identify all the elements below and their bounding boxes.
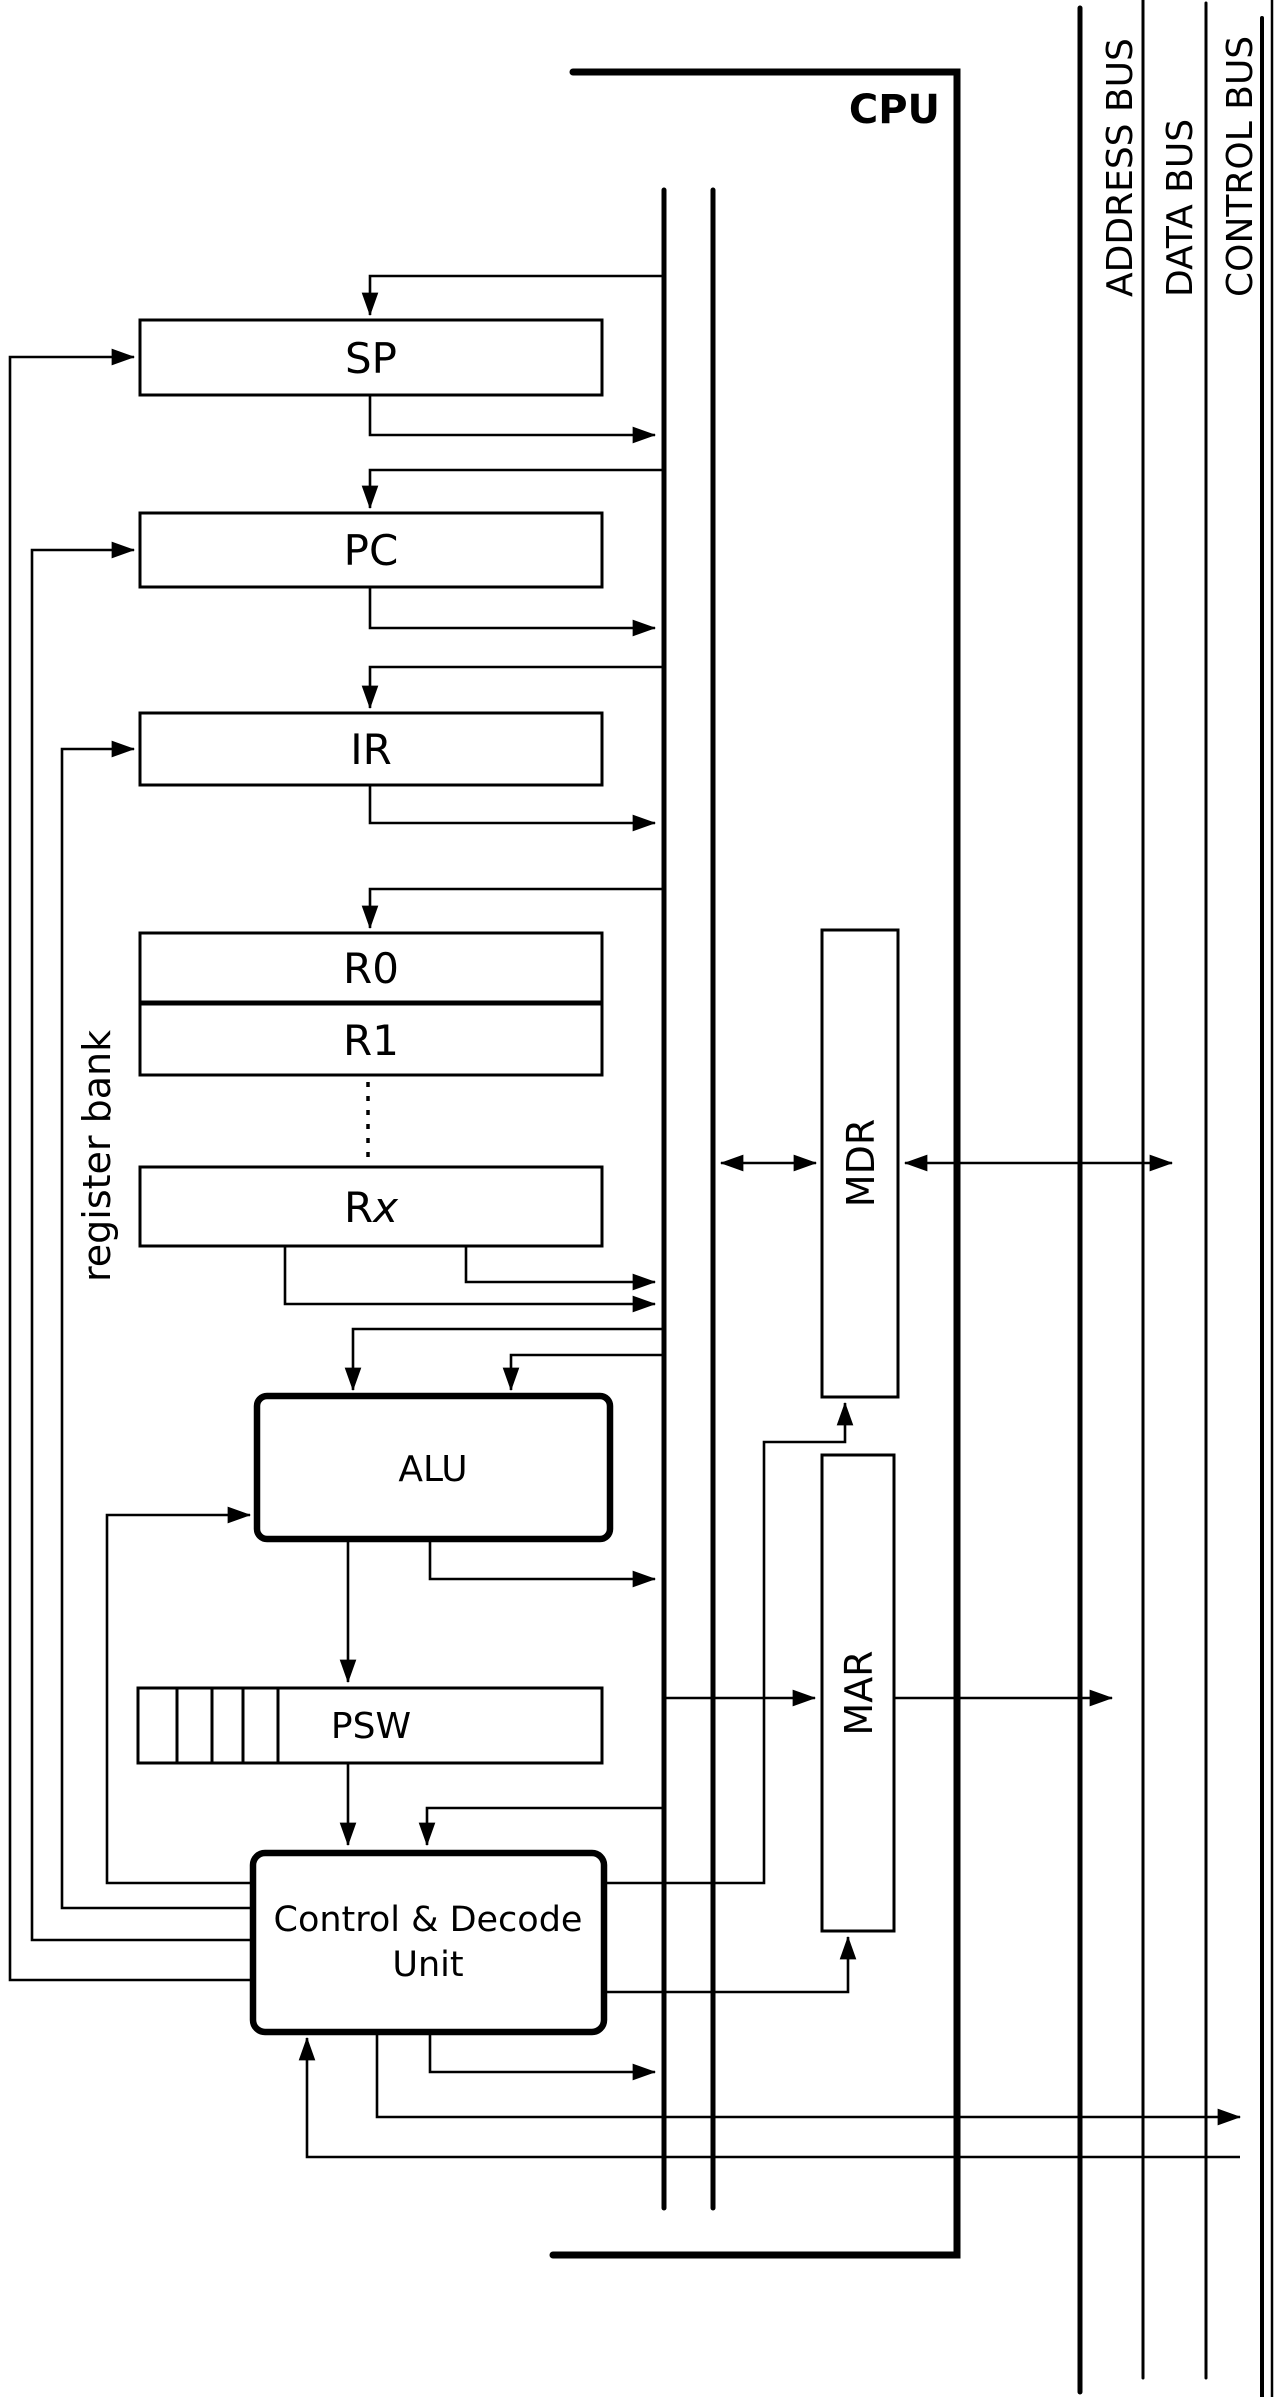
wire-control-to-mar (604, 1935, 857, 1994)
alu-label: ALU (398, 1449, 467, 1490)
wire-control-to-internal-bus (428, 2032, 657, 2081)
address-bus-label: ADDRESS BUS (1100, 38, 1141, 297)
rx-label-base: R (344, 1183, 373, 1232)
wire-control-to-alu (105, 1506, 253, 1885)
control-bus-label: CONTROL BUS (1220, 36, 1261, 297)
wire-rx-to-bus-2 (283, 1246, 657, 1313)
wire-bus-to-control-top (418, 1806, 664, 1847)
sp-register-box (138, 318, 604, 397)
wire-alu-to-bus (428, 1539, 657, 1588)
wire-control-to-control-bus (375, 2032, 1242, 2126)
psw-label: PSW (331, 1706, 411, 1747)
wire-bus-to-r0-top (361, 887, 664, 930)
mar-label: MAR (837, 1650, 881, 1735)
ir-label: IR (350, 725, 392, 774)
r1-label: R1 (343, 1016, 399, 1065)
mdr-label: MDR (839, 1119, 883, 1207)
wire-bus-to-pc-top (361, 468, 664, 510)
r1-register-box (138, 1002, 604, 1077)
wire-bus-to-alu-input-2 (502, 1353, 664, 1392)
r0-register-box (138, 931, 604, 1004)
rx-register-box (138, 1165, 604, 1248)
psw-register-box (136, 1686, 604, 1765)
pc-label: PC (344, 526, 399, 575)
wire-control-bus-to-control (298, 2036, 1240, 2159)
mdr-register-box (820, 928, 900, 1399)
wire-control-to-ir (60, 740, 253, 1910)
wire-control-to-pc (30, 541, 253, 1942)
ir-register-box (138, 711, 604, 787)
register-bank-label: register bank (75, 1030, 119, 1282)
r0-label: R0 (343, 944, 399, 993)
wire-sp-to-bus (368, 395, 657, 444)
wire-bus-to-alu-input-1 (344, 1327, 664, 1392)
wire-pc-to-bus (368, 587, 657, 637)
control-decode-unit-label-line1: Control & Decode (274, 1900, 583, 1940)
wire-ir-to-bus (368, 785, 657, 832)
mar-register-box (820, 1453, 896, 1933)
control-decode-unit-label-line2: Unit (392, 1945, 463, 1985)
wire-bus-to-ir-top (361, 665, 664, 710)
wire-control-to-mdr (604, 1401, 854, 1885)
sp-label: SP (345, 334, 397, 383)
control-decode-unit-box (249, 1849, 608, 2036)
rx-label-index: x (371, 1183, 399, 1232)
cpu-label: CPU (849, 87, 940, 133)
wire-rx-to-bus-1 (464, 1246, 657, 1291)
wire-control-to-sp (8, 348, 253, 1982)
rx-label: Rx (344, 1183, 399, 1232)
alu-box (253, 1392, 614, 1543)
wire-bus-to-sp-top (361, 274, 664, 317)
data-bus-label: DATA BUS (1160, 119, 1201, 297)
